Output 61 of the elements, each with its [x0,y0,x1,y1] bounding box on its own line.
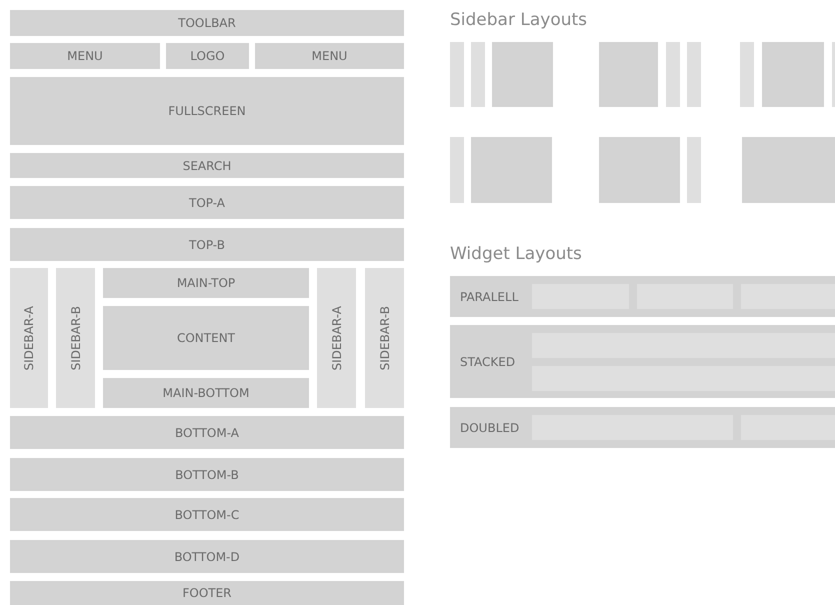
layout-block [10,416,404,449]
layout-block [10,458,404,491]
widget-row [450,276,835,317]
layout-block [103,378,309,408]
block-label: SIDEBAR-A [23,306,35,370]
layout-block [687,137,701,203]
layout-block [450,42,464,107]
widget-row [450,325,835,398]
block-label: MENU [67,50,103,62]
block-label: TOOLBAR [178,17,236,29]
block-label: SEARCH [182,160,232,172]
layout-block [255,43,404,69]
layout-block [10,498,404,531]
layout-block [687,42,701,107]
layout-block [450,137,464,203]
block-label: MENU [312,50,348,62]
layout-block [471,42,485,107]
layout-block [10,186,404,219]
section-heading: Widget Layouts [450,243,582,266]
block-label: TOP-B [189,238,225,250]
block-label: BOTTOM-A [175,426,239,438]
layout-block [762,42,824,107]
section-heading: Sidebar Layouts [450,9,588,32]
layout-block [599,137,680,203]
block-label: PARALELL [460,290,518,302]
layout-block [10,43,160,69]
sidebar-block [10,268,48,408]
layout-block [103,268,309,298]
layout-block [166,43,249,69]
layout-block [10,228,404,261]
layout-block [10,581,404,605]
layout-block [471,137,552,203]
layout-block [103,306,309,370]
widget-row [450,407,835,448]
layout-block [10,10,404,36]
layout-block [10,153,404,178]
block-label: LOGO [190,50,225,62]
block-label: FOOTER [182,587,232,599]
block-label: FULLSCREEN [168,105,246,117]
block-label: SIDEBAR-A [330,306,342,370]
block-label: SIDEBAR-B [378,306,390,370]
block-label: BOTTOM-D [174,550,240,562]
block-label: DOUBLED [460,422,520,434]
layout-block [740,42,754,107]
block-label: SIDEBAR-B [70,306,82,370]
sidebar-block [365,268,404,408]
sidebar-block [317,268,356,408]
block-label: MAIN-TOP [176,277,236,289]
layout-block [492,42,553,107]
block-label: BOTTOM-B [175,468,239,480]
layout-block [599,42,658,107]
layout-block [666,42,680,107]
block-label: CONTENT [176,332,236,344]
block-label: MAIN-BOTTOM [162,387,250,399]
block-label: STACKED [460,356,516,368]
block-label: BOTTOM-C [174,508,240,520]
layout-block [10,540,404,573]
layout-block [10,77,404,145]
sidebar-block [56,268,95,408]
layout-block [742,137,835,203]
block-label: TOP-A [188,196,226,208]
